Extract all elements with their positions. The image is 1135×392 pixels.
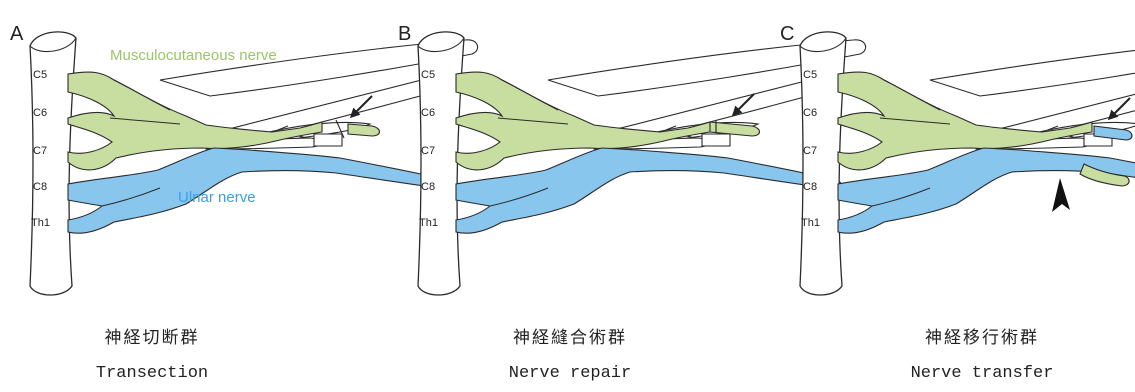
- caption-b-jp: 神経縫合術群: [420, 323, 720, 348]
- root-label-c8: C8: [421, 181, 435, 193]
- root-label-c7: C7: [421, 145, 435, 157]
- root-label-c8: C8: [803, 181, 817, 193]
- root-label-c8: C8: [33, 181, 47, 193]
- ulnar-label: Ulnar nerve: [178, 189, 256, 206]
- root-label-c7: C7: [803, 145, 817, 157]
- panel-c: C C5 C6 C7 C8 Th1: [780, 23, 1135, 295]
- panel-a: A C5 C6 C7 C8 Th1 Musculocutaneous nerve…: [10, 23, 478, 295]
- root-label-c7: C7: [33, 145, 47, 157]
- caption-b-en: Nerve repair: [420, 364, 720, 383]
- caption-a-en: Transection: [2, 364, 302, 383]
- root-label-th1: Th1: [801, 217, 820, 229]
- caption-a-jp: 神経切断群: [2, 323, 302, 348]
- panel-letter-a: A: [10, 23, 24, 45]
- root-label-c5: C5: [421, 69, 435, 81]
- root-label-c5: C5: [33, 69, 47, 81]
- caption-c-en: Nerve transfer: [832, 364, 1132, 383]
- arrowhead-marker: [1052, 178, 1070, 212]
- caption-c: 神経移行術群 Nerve transfer: [832, 323, 1132, 383]
- root-label-th1: Th1: [419, 217, 438, 229]
- musculocutaneous-label: Musculocutaneous nerve: [110, 47, 277, 64]
- panel-letter-c: C: [780, 23, 794, 45]
- caption-a: 神経切断群 Transection: [2, 323, 302, 383]
- panel-letter-b: B: [398, 23, 411, 45]
- caption-b: 神経縫合術群 Nerve repair: [420, 323, 720, 383]
- root-label-c6: C6: [421, 107, 435, 119]
- root-label-c6: C6: [33, 107, 47, 119]
- panel-b: B C5 C6 C7 C8 Th1: [398, 23, 866, 295]
- root-label-th1: Th1: [31, 217, 50, 229]
- caption-c-jp: 神経移行術群: [832, 323, 1132, 348]
- transected-stump: [348, 124, 380, 136]
- root-label-c6: C6: [803, 107, 817, 119]
- root-label-c5: C5: [803, 69, 817, 81]
